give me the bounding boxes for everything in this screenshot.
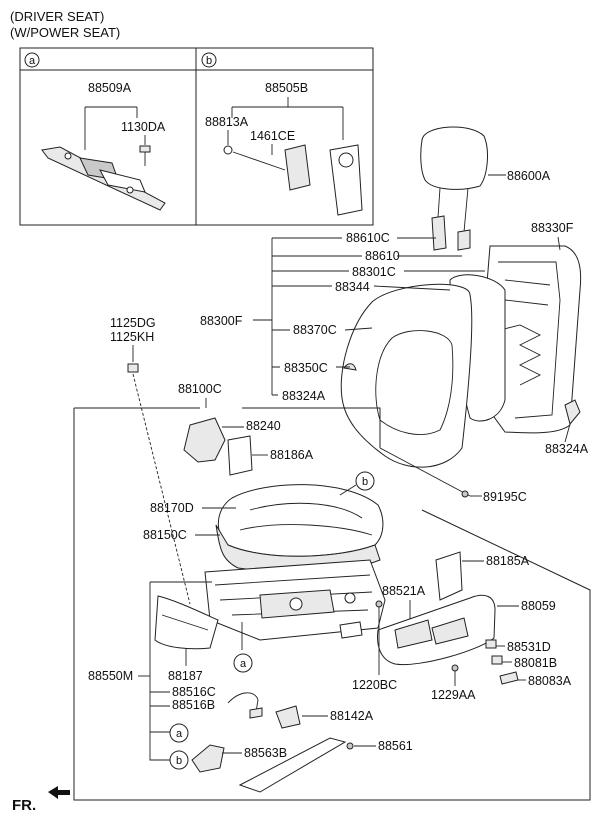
marker-a-bottom [169, 723, 189, 743]
bracket-88550M [149, 581, 212, 732]
harness-88516-part [227, 692, 263, 719]
bolt-1125DG-part [127, 363, 139, 373]
bolt-path [132, 373, 191, 605]
leader-b-cushion [339, 484, 357, 496]
label-1220BC: 1220BC [352, 678, 397, 692]
knob-88081B-part [491, 655, 503, 665]
label-88324A-right: 88324A [545, 442, 589, 456]
label-88240: 88240 [246, 419, 281, 433]
label-88344: 88344 [335, 280, 370, 294]
label-88170D: 88170D [150, 501, 194, 515]
label-88059: 88059 [521, 599, 556, 613]
label-88505B: 88505B [265, 81, 308, 95]
marker-b-bottom-text: b [176, 755, 182, 767]
label-88813A: 88813A [205, 115, 249, 129]
label-88521A: 88521A [382, 584, 426, 598]
header-power-seat: (W/POWER SEAT) [10, 25, 120, 40]
headrest-part [420, 126, 488, 251]
marker-a-bottom-text: a [176, 728, 183, 740]
leader-88509A [84, 106, 138, 150]
label-1130DA: 1130DA [121, 120, 166, 134]
label-88550M: 88550M [88, 669, 133, 683]
label-88081B: 88081B [514, 656, 557, 670]
cover-88563B-part [191, 744, 225, 773]
label-88531D: 88531D [507, 640, 551, 654]
inset-panel: a 88509A 1130DA b 88505B 88813A 1461CE [19, 47, 374, 226]
label-88185A: 88185A [486, 554, 530, 568]
label-88142A: 88142A [330, 709, 374, 723]
screw-1220BC-part [375, 600, 383, 675]
switch-bracket-88185A-part [435, 551, 463, 601]
seat-cushion-part [215, 484, 384, 573]
leader-88324A-right [564, 423, 571, 443]
direction-arrow-icon [48, 786, 70, 799]
label-88186A: 88186A [270, 448, 314, 462]
side-trim-88550M-part [154, 595, 219, 650]
seat-track-rail-part [41, 146, 166, 211]
bracket-88300F [253, 237, 485, 396]
label-89195C: 89195C [483, 490, 527, 504]
seat-frame-track-part [204, 559, 386, 650]
marker-a-track-text: a [240, 658, 247, 670]
cable-89195C-part [379, 447, 471, 498]
knob-88083A-part [499, 671, 519, 685]
label-88516B: 88516B [172, 698, 215, 712]
marker-b-cushion-text: b [362, 476, 368, 488]
seat-back-cover-part [340, 283, 473, 468]
label-1229AA: 1229AA [431, 688, 476, 702]
label-1461CE: 1461CE [250, 129, 295, 143]
label-88301C: 88301C [352, 265, 396, 279]
label-88330F: 88330F [531, 221, 574, 235]
screw-1229AA-part [451, 664, 459, 686]
inset-a-marker-text: a [29, 55, 36, 67]
leader-b-bottom [149, 732, 170, 761]
bolt-1130DA-part [139, 145, 151, 166]
motor-gearbox-part [223, 144, 363, 216]
recliner-lever-part [564, 399, 581, 426]
header-driver-seat: (DRIVER SEAT) [10, 9, 104, 24]
label-1125DG: 1125DG [110, 316, 156, 330]
label-88083A: 88083A [528, 674, 572, 688]
label-88509A: 88509A [88, 81, 132, 95]
clip-88142A-part [275, 705, 301, 729]
knob-88531D-part [485, 639, 497, 649]
lower-assembly-frame [73, 408, 591, 801]
label-1125KH: 1125KH [110, 330, 154, 344]
bracket-88186A-part [227, 435, 253, 476]
label-88600A: 88600A [507, 169, 551, 183]
inset-b-marker [201, 52, 217, 68]
bracket-88240-part [183, 417, 226, 463]
lower-assembly-frame-top [74, 407, 381, 448]
marker-b-cushion [355, 471, 375, 491]
leader-88505B [231, 97, 344, 140]
leader-88516 [150, 691, 170, 707]
label-88561: 88561 [378, 739, 413, 753]
inset-a-marker [24, 52, 40, 68]
leader-88330F [557, 236, 561, 251]
leader-88813A-1461CE [227, 130, 273, 155]
marker-a-track [233, 653, 253, 673]
label-88300F: 88300F [200, 314, 243, 328]
side-shield-88059-part [377, 594, 496, 666]
inset-b-marker-text: b [206, 55, 212, 67]
label-88350C: 88350C [284, 361, 328, 375]
label-88610C: 88610C [346, 231, 390, 245]
label-88100C: 88100C [178, 382, 222, 396]
label-88516C: 88516C [172, 685, 216, 699]
label-88610: 88610 [365, 249, 400, 263]
label-88187: 88187 [168, 669, 203, 683]
label-88563B: 88563B [244, 746, 287, 760]
label-88150C: 88150C [143, 528, 187, 542]
rail-cover-88561-part [238, 737, 354, 793]
label-88324A-left: 88324A [282, 389, 326, 403]
label-88370C: 88370C [293, 323, 337, 337]
direction-label: FR. [12, 797, 36, 814]
